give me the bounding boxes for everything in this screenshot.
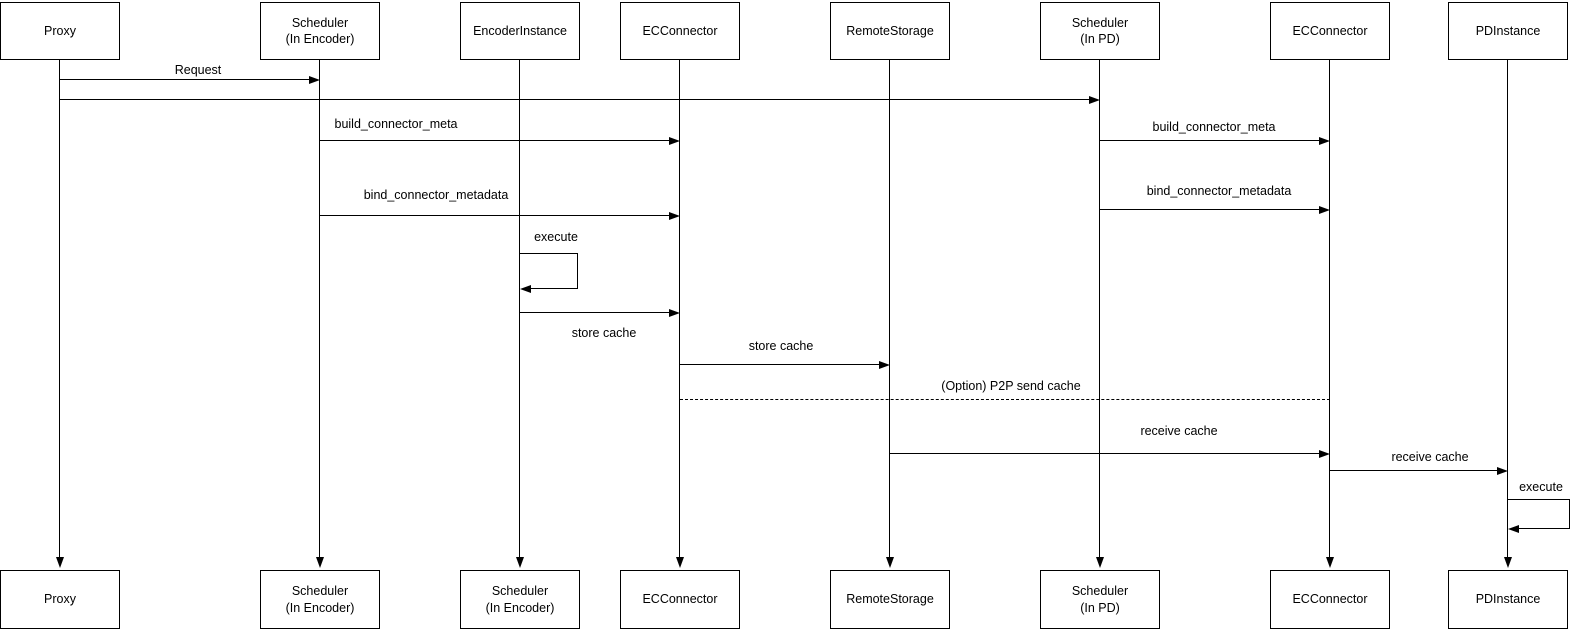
- actor-top-box-ec-connector-pd: ECConnector: [1270, 2, 1390, 60]
- actor-bottom-label-ec-connector-pd: ECConnector: [1292, 592, 1368, 607]
- actor-top-box-remote-storage: RemoteStorage: [830, 2, 950, 60]
- actor-bottom-label-encoder-instance: Scheduler (In Encoder): [485, 584, 555, 615]
- actor-bottom-box-ec-connector-pd: ECConnector: [1270, 570, 1390, 629]
- message-arrowhead-right-icon-receive-cache: [1319, 449, 1330, 458]
- message-arrowhead-right-icon-build-connector-meta: [1319, 136, 1330, 145]
- actor-top-label-ec-connector-pd: ECConnector: [1292, 23, 1368, 38]
- lifeline-remote-storage: [889, 60, 891, 558]
- actor-top-box-ec-connector-encoder: ECConnector: [620, 2, 740, 60]
- self-message-top-execute-encoder-instance: [520, 253, 578, 255]
- message-arrow-receive-cache: [1330, 470, 1498, 472]
- actor-top-box-encoder-instance: EncoderInstance: [460, 2, 580, 60]
- message-arrow-store-cache: [520, 312, 670, 314]
- message-arrowhead-right-icon-receive-cache: [1497, 466, 1508, 475]
- actor-bottom-box-ec-connector-encoder: ECConnector: [620, 570, 740, 629]
- message-label-bind-connector-metadata: bind_connector_metadata: [363, 188, 509, 202]
- actor-top-label-pd-instance: PDInstance: [1475, 23, 1541, 38]
- lifeline-arrowhead-down-icon-scheduler-in-pd: [1095, 557, 1104, 568]
- lifeline-arrowhead-down-icon-scheduler-in-encoder: [315, 557, 324, 568]
- actor-top-label-proxy: Proxy: [44, 23, 76, 38]
- actor-top-box-proxy: Proxy: [0, 2, 120, 60]
- message-arrow-store-cache: [680, 364, 880, 366]
- message-arrow-bind-connector-metadata: [1100, 209, 1320, 211]
- actor-bottom-box-scheduler-in-pd: Scheduler (In PD): [1040, 570, 1160, 629]
- message-arrowhead-right-icon-store-cache: [669, 308, 680, 317]
- lifeline-ec-connector-pd: [1329, 60, 1331, 558]
- message-label-receive-cache: receive cache: [1140, 424, 1218, 438]
- message-label-build-connector-meta: build_connector_meta: [1152, 120, 1276, 134]
- actor-top-label-remote-storage: RemoteStorage: [846, 23, 934, 38]
- message-arrowhead-right-icon-request: [309, 75, 320, 84]
- self-message-arrowhead-left-icon-execute-pd-instance: [1508, 524, 1519, 533]
- actor-bottom-label-scheduler-in-pd: Scheduler (In PD): [1071, 584, 1129, 615]
- lifeline-arrowhead-down-icon-pd-instance: [1503, 557, 1512, 568]
- actor-bottom-label-pd-instance: PDInstance: [1475, 592, 1541, 607]
- lifeline-arrowhead-down-icon-proxy: [55, 557, 64, 568]
- actor-bottom-box-remote-storage: RemoteStorage: [830, 570, 950, 629]
- message-arrowhead-right-icon-bind-connector-metadata: [669, 211, 680, 220]
- lifeline-scheduler-in-encoder: [319, 60, 321, 558]
- self-message-side-execute-encoder-instance: [577, 254, 579, 289]
- self-message-side-execute-pd-instance: [1569, 500, 1571, 529]
- message-label-build-connector-meta: build_connector_meta: [334, 117, 458, 131]
- message-arrow-request: [60, 79, 310, 81]
- lifeline-arrowhead-down-icon-encoder-instance: [515, 557, 524, 568]
- lifeline-scheduler-in-pd: [1099, 60, 1101, 558]
- lifeline-arrowhead-down-icon-ec-connector-pd: [1325, 557, 1334, 568]
- self-message-bottom-execute-encoder-instance: [530, 288, 578, 290]
- message-label-receive-cache: receive cache: [1391, 450, 1469, 464]
- actor-top-box-pd-instance: PDInstance: [1448, 2, 1568, 60]
- lifeline-encoder-instance: [519, 60, 521, 558]
- message-label-store-cache: store cache: [571, 326, 637, 340]
- message-arrow-option-p2p-send-cache: [680, 399, 1330, 401]
- lifeline-arrowhead-down-icon-remote-storage: [885, 557, 894, 568]
- actor-bottom-box-scheduler-in-encoder: Scheduler (In Encoder): [260, 570, 380, 629]
- message-arrowhead-right-icon-bind-connector-metadata: [1319, 205, 1330, 214]
- message-arrow-receive-cache: [890, 453, 1320, 455]
- message-label-option-p2p-send-cache: (Option) P2P send cache: [941, 379, 1081, 393]
- message-arrowhead-right-icon-build-connector-meta: [669, 136, 680, 145]
- actor-bottom-label-proxy: Proxy: [44, 592, 76, 607]
- message-arrowhead-right-icon-unlabeled: [1089, 95, 1100, 104]
- message-arrow-build-connector-meta: [320, 140, 670, 142]
- actor-bottom-label-remote-storage: RemoteStorage: [846, 592, 934, 607]
- lifeline-proxy: [59, 60, 61, 558]
- message-arrowhead-right-icon-store-cache: [879, 360, 890, 369]
- actor-bottom-box-encoder-instance: Scheduler (In Encoder): [460, 570, 580, 629]
- message-label-request: Request: [174, 63, 222, 77]
- actor-bottom-label-ec-connector-encoder: ECConnector: [642, 592, 718, 607]
- actor-bottom-box-proxy: Proxy: [0, 570, 120, 629]
- actor-bottom-box-pd-instance: PDInstance: [1448, 570, 1568, 629]
- actor-top-box-scheduler-in-encoder: Scheduler (In Encoder): [260, 2, 380, 60]
- actor-bottom-label-scheduler-in-encoder: Scheduler (In Encoder): [285, 584, 355, 615]
- message-label-store-cache: store cache: [748, 339, 814, 353]
- message-label-bind-connector-metadata: bind_connector_metadata: [1146, 184, 1292, 198]
- actor-top-box-scheduler-in-pd: Scheduler (In PD): [1040, 2, 1160, 60]
- message-arrow-bind-connector-metadata: [320, 215, 670, 217]
- lifeline-pd-instance: [1507, 60, 1509, 558]
- self-message-label-execute-pd-instance: execute: [1519, 480, 1563, 494]
- self-message-bottom-execute-pd-instance: [1518, 528, 1570, 530]
- actor-top-label-scheduler-in-encoder: Scheduler (In Encoder): [285, 15, 355, 46]
- actor-top-label-ec-connector-encoder: ECConnector: [642, 23, 718, 38]
- actor-top-label-encoder-instance: EncoderInstance: [473, 23, 567, 38]
- self-message-arrowhead-left-icon-execute-encoder-instance: [520, 284, 531, 293]
- self-message-top-execute-pd-instance: [1508, 499, 1570, 501]
- self-message-label-execute-encoder-instance: execute: [534, 230, 578, 244]
- actor-top-label-scheduler-in-pd: Scheduler (In PD): [1071, 15, 1129, 46]
- message-arrow-unlabeled: [60, 99, 1090, 101]
- message-arrow-build-connector-meta: [1100, 140, 1320, 142]
- lifeline-arrowhead-down-icon-ec-connector-encoder: [675, 557, 684, 568]
